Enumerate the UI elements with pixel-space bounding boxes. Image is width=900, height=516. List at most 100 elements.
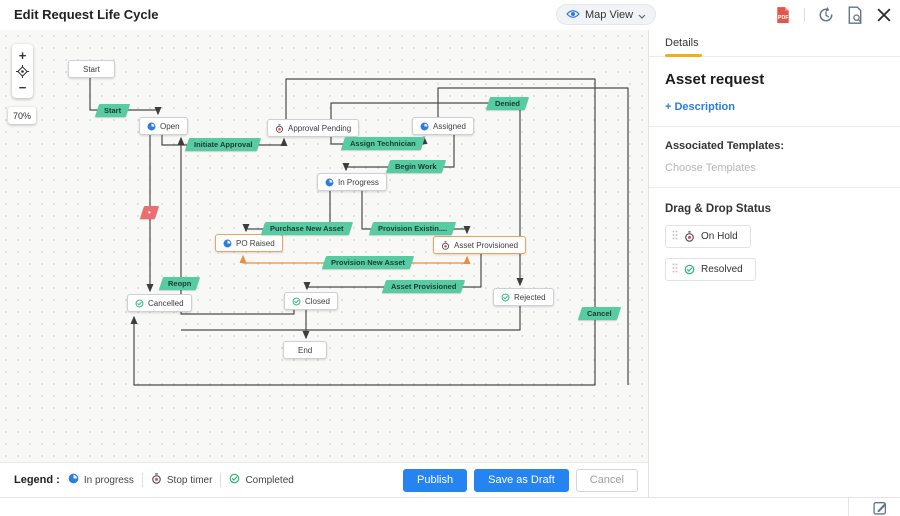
- node-label: In Progress: [338, 177, 379, 187]
- node-label: Rejected: [514, 292, 546, 302]
- node-label: Assigned: [433, 121, 466, 131]
- zoom-in-button[interactable]: +: [14, 47, 31, 63]
- transition-collapsed-transition[interactable]: •: [139, 206, 159, 219]
- stop-timer-icon: [275, 123, 284, 133]
- close-icon[interactable]: [876, 7, 892, 23]
- legend-item: Stop timer: [151, 473, 213, 487]
- transition-denied[interactable]: Denied: [485, 97, 530, 110]
- node-label: Closed: [305, 296, 330, 306]
- transition-label: Reopn: [168, 279, 192, 288]
- legend-item: In progress: [68, 473, 134, 487]
- document-preview-icon[interactable]: [847, 6, 863, 24]
- node-start[interactable]: Start: [68, 60, 115, 78]
- transition-provision-new-asset[interactable]: Provision New Asset: [321, 256, 415, 269]
- node-in-progress[interactable]: In Progress: [317, 173, 387, 191]
- cancel-button[interactable]: Cancel: [575, 468, 638, 492]
- transition-label: Provision Existin....: [378, 224, 448, 233]
- transition-label: Assign Technician: [350, 139, 416, 148]
- node-label: End: [298, 345, 313, 355]
- node-open[interactable]: Open: [139, 117, 188, 135]
- node-cancelled[interactable]: Cancelled: [127, 294, 192, 312]
- map-view-switcher[interactable]: Map View: [556, 4, 657, 25]
- node-po-raised[interactable]: PO Raised: [215, 234, 283, 252]
- map-view-label: Map View: [585, 8, 634, 21]
- lifecycle-title: Asset request: [665, 71, 765, 88]
- chevron-down-icon: [638, 6, 646, 24]
- transition-asset-provisioned-t[interactable]: Asset Provisioned: [381, 280, 466, 293]
- transition-cancel[interactable]: Cancel: [577, 307, 621, 320]
- legend-item-label: Stop timer: [166, 474, 213, 486]
- publish-button[interactable]: Publish: [403, 468, 468, 492]
- details-sidebar: Details Asset request + Description Asso…: [648, 30, 900, 497]
- legend-item-label: In progress: [83, 474, 134, 486]
- eye-icon: [566, 6, 580, 24]
- pdf-export-icon[interactable]: PDF: [775, 7, 791, 23]
- divider: [804, 8, 805, 22]
- zoom-controls: + −: [12, 44, 33, 98]
- drag-drop-status-label: Drag & Drop Status: [665, 203, 772, 215]
- stop-timer-icon: [151, 473, 162, 487]
- node-end[interactable]: End: [283, 341, 328, 359]
- legend: Legend : In progress Stop timer Completed: [14, 473, 294, 487]
- node-closed[interactable]: Closed: [284, 292, 338, 310]
- divider: [649, 126, 900, 127]
- node-label: Open: [160, 121, 180, 131]
- node-approval-pending[interactable]: Approval Pending: [267, 119, 360, 137]
- svg-text:PDF: PDF: [778, 15, 789, 21]
- transition-assign-technician[interactable]: Assign Technician: [340, 137, 425, 150]
- transition-label: Provision New Asset: [331, 258, 405, 267]
- divider: [141, 473, 143, 487]
- transition-reopn[interactable]: Reopn: [158, 277, 201, 290]
- zoom-out-button[interactable]: −: [14, 79, 31, 95]
- bottom-strip: [0, 497, 900, 516]
- transition-label: Cancel: [587, 309, 612, 318]
- drag-handle-icon: [672, 263, 678, 276]
- legend-title: Legend :: [14, 474, 60, 486]
- node-assigned[interactable]: Assigned: [412, 117, 474, 135]
- completed-icon: [684, 264, 695, 275]
- zoom-level: 70%: [8, 107, 36, 124]
- status-label: Resolved: [701, 264, 743, 275]
- add-description-link[interactable]: + Description: [665, 101, 735, 113]
- transition-label: Asset Provisioned: [391, 282, 457, 291]
- save-as-draft-button[interactable]: Save as Draft: [474, 468, 569, 492]
- choose-templates-field[interactable]: Choose Templates: [665, 162, 756, 174]
- in-progress-icon: [420, 122, 429, 131]
- transition-purchase-new-asset[interactable]: Purchase New Asset: [260, 222, 353, 235]
- stop-timer-icon: [684, 231, 695, 242]
- divider: [220, 473, 222, 487]
- transition-label: Begin Work: [395, 162, 437, 171]
- node-asset-provisioned[interactable]: Asset Provisioned: [433, 236, 527, 254]
- node-rejected[interactable]: Rejected: [493, 288, 554, 306]
- transition-label: Start: [104, 106, 122, 115]
- transition-initiate-approval[interactable]: Initiate Approval: [184, 138, 262, 151]
- stop-timer-icon: [441, 240, 450, 250]
- transition-provision-existing[interactable]: Provision Existin....: [368, 222, 457, 235]
- transition-begin-work[interactable]: Begin Work: [385, 160, 446, 173]
- completed-icon: [229, 473, 240, 487]
- node-label: Start: [83, 64, 100, 74]
- draggable-status-resolved[interactable]: Resolved: [665, 258, 756, 281]
- node-label: Cancelled: [148, 298, 184, 308]
- history-icon[interactable]: [818, 7, 834, 23]
- draggable-status-on-hold[interactable]: On Hold: [665, 225, 751, 248]
- node-label: Approval Pending: [288, 123, 352, 133]
- drag-handle-icon: [672, 230, 678, 243]
- tab-details[interactable]: Details: [665, 37, 699, 49]
- completed-icon: [135, 299, 144, 308]
- divider: [649, 187, 900, 188]
- workflow-connectors: [89, 78, 629, 386]
- legend-item-label: Completed: [245, 474, 294, 486]
- legend-item: Completed: [229, 473, 294, 487]
- sidebar-tabbar: Details: [649, 30, 900, 57]
- zoom-fit-button[interactable]: [14, 63, 31, 79]
- edit-note-icon[interactable]: [873, 500, 888, 515]
- transition-start-transition[interactable]: Start: [94, 104, 131, 117]
- in-progress-icon: [147, 122, 156, 131]
- transition-label: Initiate Approval: [194, 140, 253, 149]
- completed-icon: [501, 293, 510, 302]
- in-progress-icon: [223, 239, 232, 248]
